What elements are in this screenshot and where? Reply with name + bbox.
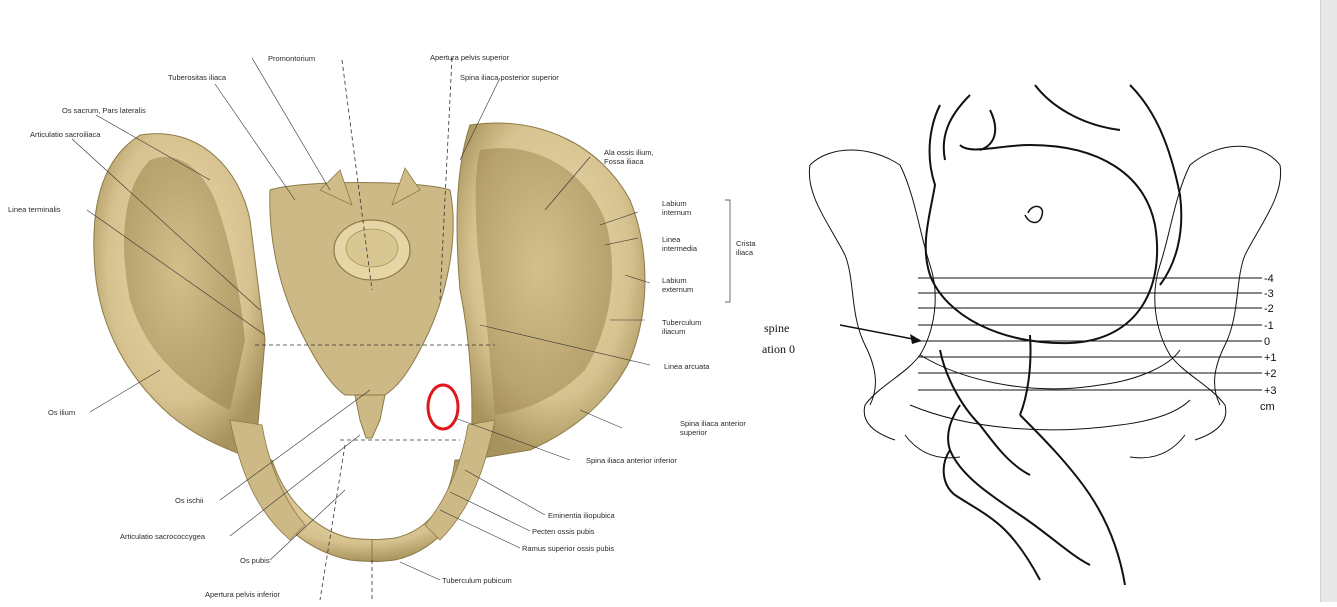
sacrum [269, 182, 454, 396]
label-linea-intermedia: Linea [662, 235, 681, 244]
label-tuberositas-iliaca: Tuberositas iliaca [168, 73, 227, 82]
label-articulatio-sacrococcygea: Articulatio sacrococcygea [120, 532, 206, 541]
station-minus2: -2 [1264, 303, 1274, 315]
vertical-scrollbar[interactable] [1320, 0, 1337, 602]
pelvis-anatomy-illustration: Promontorium Apertura pelvis superior Tu… [0, 40, 775, 602]
fetal-ear [1024, 205, 1044, 224]
station-plus3: +3 [1264, 385, 1277, 397]
station-plus2: +2 [1264, 368, 1277, 380]
label-labium-externum-2: externum [662, 285, 693, 294]
label-apertura-superior: Apertura pelvis superior [430, 53, 510, 62]
station-zero-label: ation 0 [762, 342, 795, 356]
leader-lines [71, 57, 651, 581]
fetal-station-diagram: spine ation 0 -4 -3 -2 -1 0 +1 +2 +3 cm [762, 84, 1310, 586]
dashed-reference-lines [255, 57, 495, 601]
label-linea-arcuata: Linea arcuata [664, 362, 710, 371]
label-os-pubis: Os pubis [240, 556, 270, 565]
label-apertura-inferior: Apertura pelvis inferior [205, 590, 281, 599]
left-iliac-fossa [124, 156, 245, 410]
label-ramus-superior: Ramus superior ossis pubis [522, 544, 614, 553]
coccyx [354, 394, 386, 439]
station-unit: cm [1260, 401, 1275, 413]
label-labium-externum: Labium [662, 276, 687, 285]
label-articulatio-sacroiliaca: Articulatio sacroiliaca [30, 130, 101, 139]
label-pecten-ossis-pubis: Pecten ossis pubis [532, 527, 595, 536]
label-spina-anterior-inferior: Spina iliaca anterior inferior [586, 456, 677, 465]
label-tuberculum-pubicum: Tuberculum pubicum [442, 576, 512, 585]
label-os-ischii: Os ischii [175, 496, 204, 505]
fetal-station-svg: spine ation 0 -4 -3 -2 -1 0 +1 +2 +3 cm [762, 84, 1282, 586]
station-minus1: -1 [1264, 320, 1274, 332]
label-crista-iliaca-2: iliaca [736, 248, 754, 257]
label-spina-anterior-superior-2: superior [680, 428, 708, 437]
label-linea-terminalis: Linea terminalis [8, 205, 61, 214]
label-ala-ossis-ilium: Ala ossis ilium, [604, 148, 654, 157]
label-linea-intermedia-2: intermedia [662, 244, 698, 253]
examiner-hand [939, 334, 1126, 586]
label-tuberculum-iliacum-2: iliacum [662, 327, 685, 336]
pelvis-outline [808, 145, 1282, 459]
label-crista-iliaca: Crista [736, 239, 756, 248]
label-spina-anterior-superior: Spina iliaca anterior [680, 419, 746, 428]
pelvis-anatomy-svg: Promontorium Apertura pelvis superior Tu… [8, 53, 756, 601]
station-labels: -4 -3 -2 -1 0 +1 +2 +3 cm [1260, 273, 1277, 413]
label-tuberculum-iliacum: Tuberculum [662, 318, 701, 327]
station-lines [918, 277, 1262, 391]
label-eminentia-iliopubica: Eminentia iliopubica [548, 511, 616, 520]
label-spina-posterior-superior: Spina iliaca posterior superior [460, 73, 559, 82]
label-os-ilium: Os ilium [48, 408, 75, 417]
fetal-head [924, 84, 1183, 345]
label-promontorium: Promontorium [268, 54, 315, 63]
highlight-circle [426, 383, 460, 431]
spine-arrow [839, 324, 922, 344]
spine-label: spine [764, 321, 789, 335]
station-zero: 0 [1264, 336, 1270, 348]
station-minus4: -4 [1264, 273, 1274, 285]
station-plus1: +1 [1264, 352, 1277, 364]
station-minus3: -3 [1264, 288, 1274, 300]
label-labium-internum: Labium [662, 199, 687, 208]
label-labium-internum-2: internum [662, 208, 691, 217]
label-os-sacrum: Os sacrum, Pars lateralis [62, 106, 146, 115]
label-fossa-iliaca: Fossa iliaca [604, 157, 644, 166]
